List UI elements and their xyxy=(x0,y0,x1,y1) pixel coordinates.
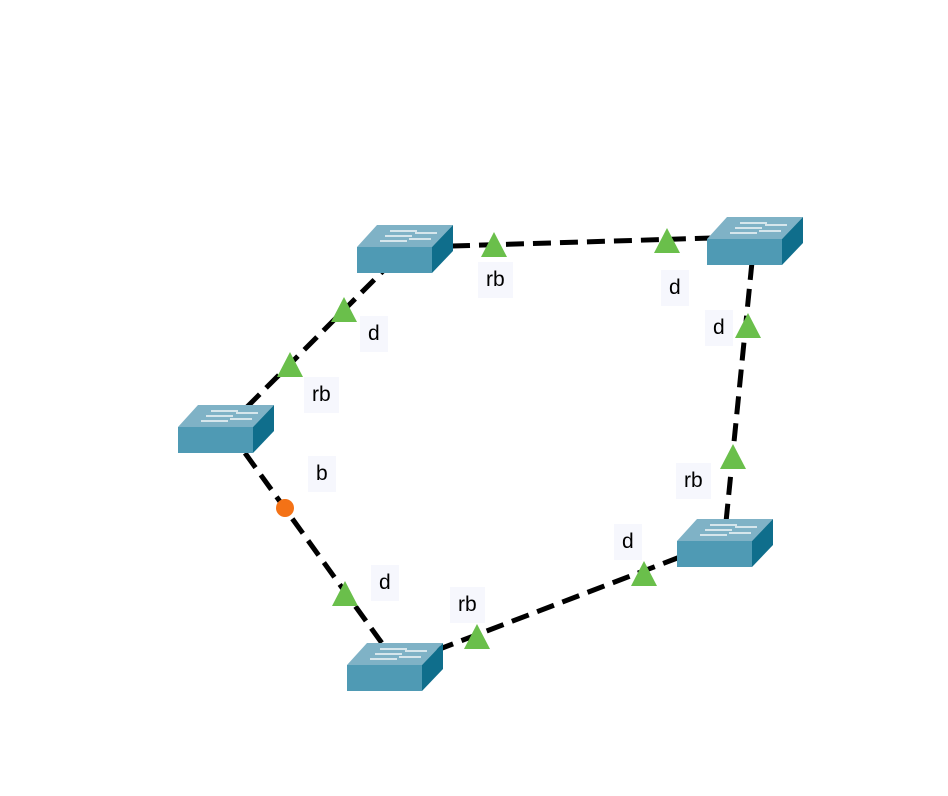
forwarding-triangle-icon xyxy=(631,561,657,586)
switch-icon[interactable] xyxy=(706,216,804,266)
switch-icon[interactable] xyxy=(177,404,275,454)
blocking-dot-icon xyxy=(276,499,294,517)
link-right xyxy=(723,261,755,523)
forwarding-triangle-icon xyxy=(332,581,358,606)
forwarding-triangle-icon xyxy=(735,313,761,338)
switch-icon[interactable] xyxy=(676,518,774,568)
forwarding-triangle-icon xyxy=(464,624,490,649)
switch-icon[interactable] xyxy=(356,224,454,274)
link-left-top xyxy=(245,266,388,409)
port-label: b xyxy=(308,456,336,492)
forwarding-triangle-icon xyxy=(481,232,507,257)
port-label: d xyxy=(661,270,689,306)
port-label: rb xyxy=(304,377,339,413)
forwarding-triangle-icon xyxy=(654,228,680,253)
forwarding-triangle-icon xyxy=(277,352,303,377)
switch-icon[interactable] xyxy=(346,642,444,692)
port-label: d xyxy=(614,524,642,560)
port-label: rb xyxy=(676,463,711,499)
port-label: d xyxy=(371,565,399,601)
forwarding-triangle-icon xyxy=(720,444,746,469)
port-label: d xyxy=(705,310,733,346)
port-label: d xyxy=(360,316,388,352)
port-label: rb xyxy=(450,587,485,623)
forwarding-triangle-icon xyxy=(331,297,357,322)
link-left-bottom xyxy=(242,451,387,648)
port-label: rb xyxy=(478,262,513,298)
